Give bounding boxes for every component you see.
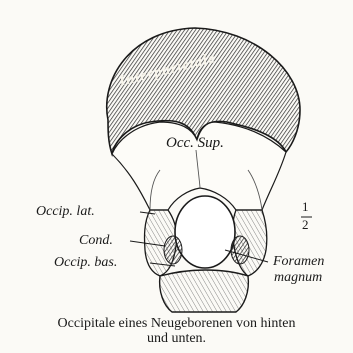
scale-denominator: 2	[302, 217, 309, 233]
label-occ-sup: Occ. Sup.	[166, 135, 224, 152]
label-occip-bas: Occip. bas.	[54, 255, 117, 271]
figure-caption: Occipitale eines Neugeborenen von hinten…	[0, 316, 353, 346]
label-cond: Cond.	[79, 233, 113, 249]
label-magnum: magnum	[274, 270, 322, 286]
caption-line-2: und unten.	[0, 331, 353, 346]
caption-line-1: Occipitale eines Neugeborenen von hinten	[0, 316, 353, 331]
foramen-magnum	[175, 196, 235, 268]
condyle-left	[164, 236, 182, 264]
label-occip-lat: Occip. lat.	[36, 204, 95, 220]
condyle-right	[231, 236, 249, 264]
occipitale-basilare	[160, 270, 249, 312]
scale-numerator: 1	[302, 199, 309, 215]
label-foramen: Foramen	[273, 254, 324, 270]
